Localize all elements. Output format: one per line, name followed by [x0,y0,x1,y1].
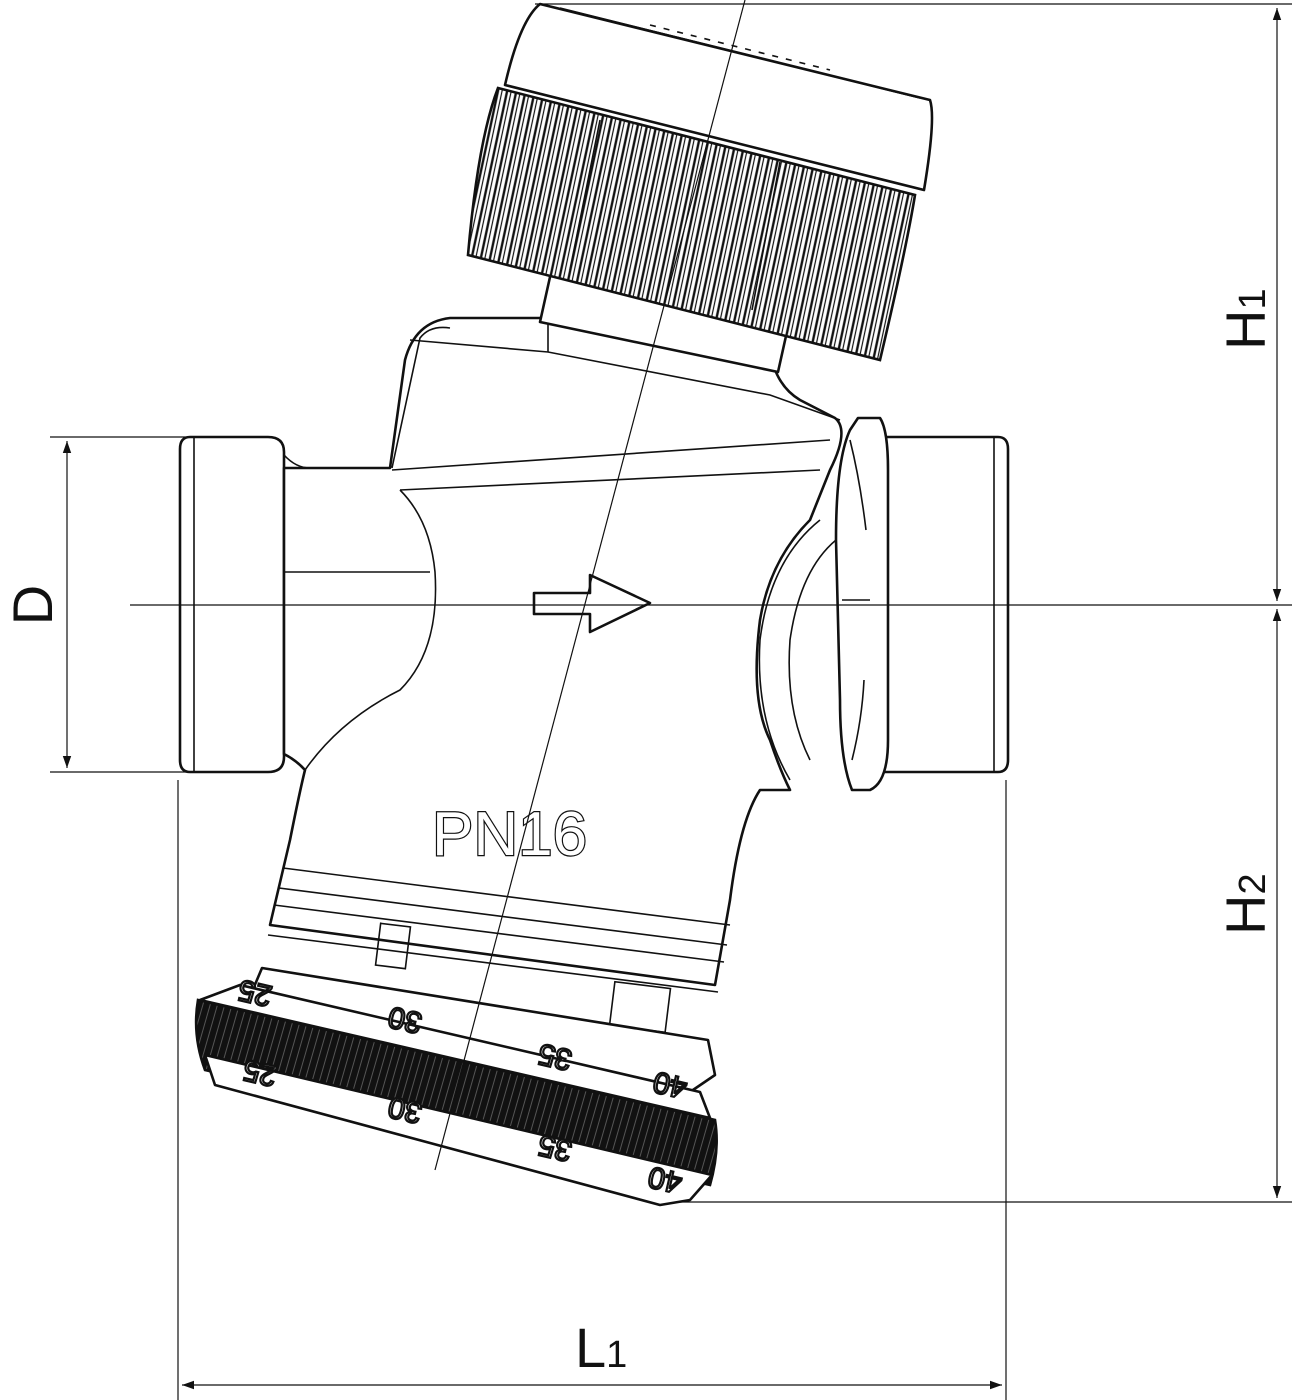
flow-direction-arrow-icon [532,573,652,634]
dimension-lines [50,3,1292,1400]
dimension-label-H1: H1 [1214,288,1277,350]
dimension-label-D: D [1,585,64,625]
top-handwheel [466,2,934,374]
scale-number: 30 [385,1090,425,1130]
centre-lines [130,0,1070,1171]
dimension-label-L1: L1 [575,1316,627,1379]
pressure-rating-marking: PN16 [432,800,587,869]
svg-text:H2: H2 [1214,873,1277,935]
bottom-scale-ring [194,966,718,1207]
svg-text:D: D [1,585,64,625]
svg-text:L1: L1 [575,1316,627,1379]
svg-text:H1: H1 [1214,288,1277,350]
scale-number: 30 [385,1000,425,1040]
dimension-label-H2: H2 [1214,873,1277,935]
valve-body [178,283,1010,1034]
